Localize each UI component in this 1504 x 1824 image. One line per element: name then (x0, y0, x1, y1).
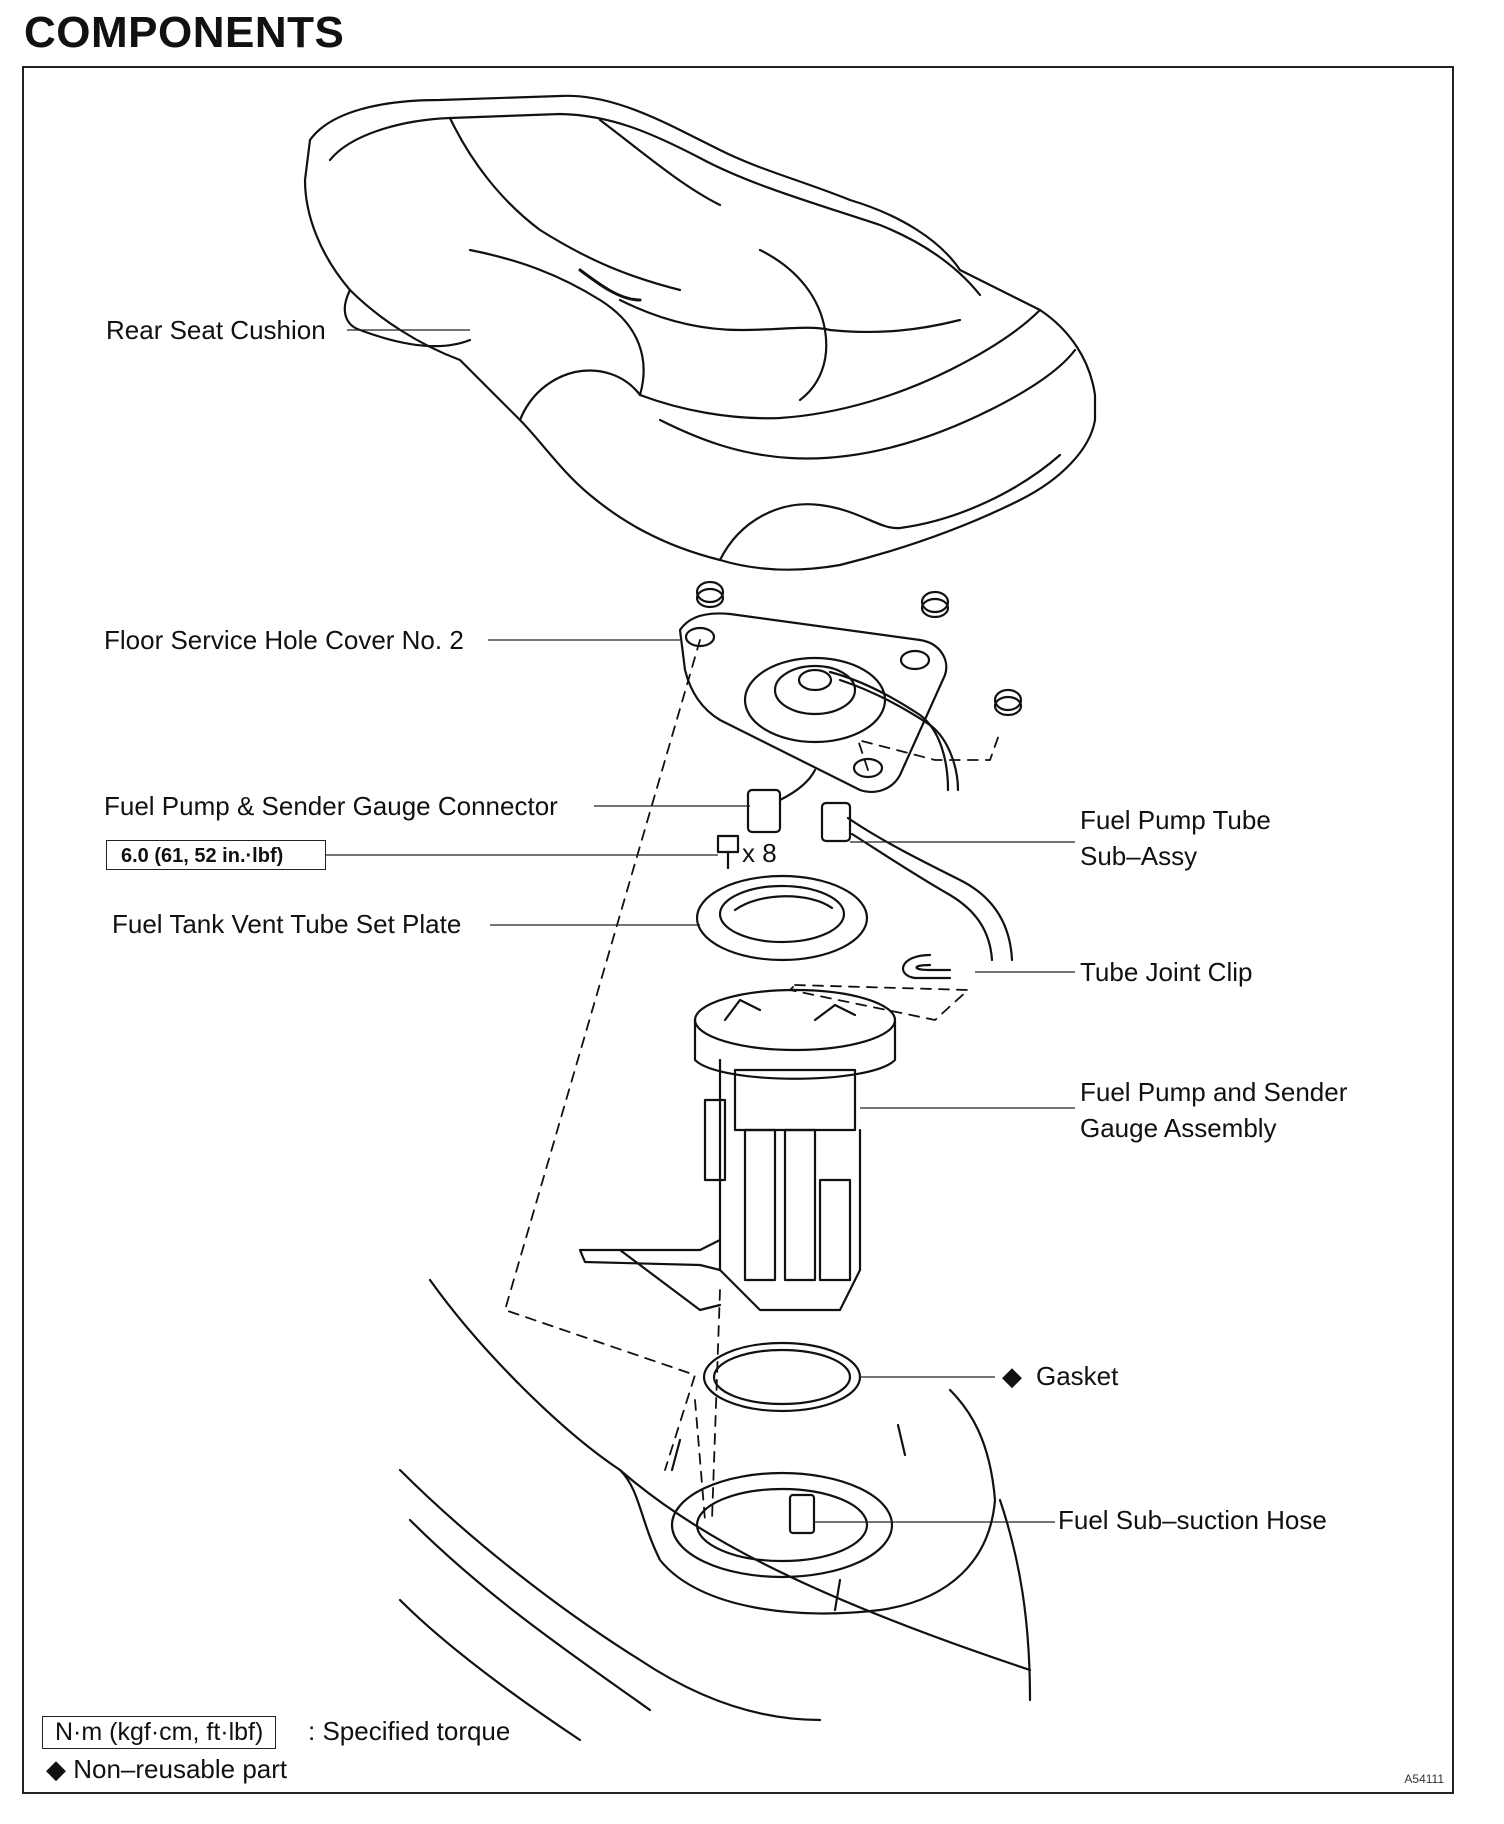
label-floor-service-hole-cover: Floor Service Hole Cover No. 2 (104, 625, 464, 655)
legend-nonreusable: ◆ Non–reusable part (46, 1754, 288, 1784)
diagram-frame (22, 66, 1454, 1794)
legend-torque-unit: N·m (kgf·cm, ft·lbf) (42, 1716, 277, 1749)
torque-spec-box: 6.0 (61, 52 in.·lbf) (106, 840, 326, 870)
legend-torque-desc: : Specified torque (308, 1716, 511, 1746)
label-pump-assembly-line2: Gauge Assembly (1080, 1113, 1277, 1143)
label-bolt-quantity: x 8 (742, 838, 777, 868)
label-gasket: Gasket (1036, 1361, 1119, 1391)
label-rear-seat-cushion: Rear Seat Cushion (106, 315, 326, 345)
vent-plate-drawing (695, 874, 869, 962)
fuel-pump-assembly-drawing (578, 988, 897, 1312)
label-fuel-pump-tube-line2: Sub–Assy (1080, 841, 1198, 871)
tube-joint-clip-drawing (902, 953, 952, 980)
fuel-tank-drawing (398, 1278, 1032, 1742)
gasket-drawing (702, 1341, 862, 1413)
connector-drawing (716, 768, 817, 870)
label-pump-connector: Fuel Pump & Sender Gauge Connector (104, 791, 558, 821)
label-sub-suction-hose: Fuel Sub–suction Hose (1058, 1505, 1327, 1535)
figure-code: A54111 (1404, 1772, 1444, 1786)
fuel-pump-tube-drawing (820, 801, 1014, 962)
page-title: COMPONENTS (24, 8, 345, 57)
label-pump-assembly-line1: Fuel Pump and Sender (1080, 1077, 1348, 1107)
rear-seat-cushion-drawing (303, 94, 1097, 571)
label-fuel-pump-tube-line1: Fuel Pump Tube (1080, 805, 1271, 835)
label-vent-tube-set-plate: Fuel Tank Vent Tube Set Plate (112, 909, 462, 939)
nonreusable-marker: ◆ (1002, 1361, 1022, 1391)
floor-cover-drawing (678, 580, 1023, 793)
label-tube-joint-clip: Tube Joint Clip (1080, 957, 1253, 987)
